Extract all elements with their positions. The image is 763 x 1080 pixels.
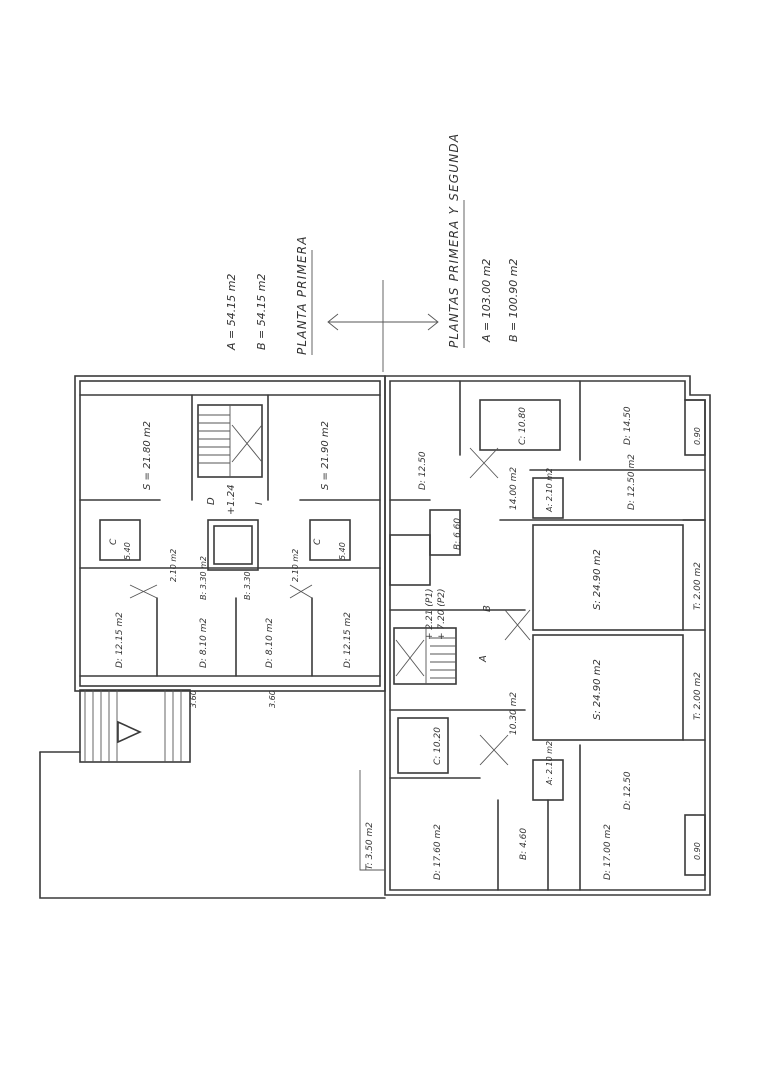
legend-ground-floor: PLANTA PRIMERA A = 54.15 m2 B = 54.15 m2 bbox=[225, 235, 313, 355]
r-bath-small-bot: A: 2.10 m2 bbox=[545, 741, 554, 786]
r-terrace-side: T: 3.50 m2 bbox=[365, 822, 375, 870]
r-bed-mid: D: 12.50 m2 bbox=[627, 454, 637, 510]
legend-upper-title: PLANTAS PRIMERA Y SEGUNDA bbox=[447, 133, 461, 348]
room-living-b: S = 21.90 m2 bbox=[320, 421, 331, 490]
r-bed-bot-l: D: 17.60 m2 bbox=[433, 824, 443, 880]
room-hall-b: 2.10 m2 bbox=[291, 549, 300, 582]
room-kitchen-a: C bbox=[109, 538, 119, 545]
r-bed-bot-c: D: 17.00 m2 bbox=[603, 824, 613, 880]
legend-ground-title: PLANTA PRIMERA bbox=[295, 235, 309, 355]
r-bed-top-r: D: 14.50 bbox=[623, 406, 633, 445]
balcony-b: 3.60 bbox=[268, 690, 277, 708]
legend-upper-line-b: B = 100.90 m2 bbox=[507, 259, 520, 342]
r-letter-a: A bbox=[478, 655, 489, 663]
legend-upper-floors: PLANTAS PRIMERA Y SEGUNDA A = 103.00 m2 … bbox=[447, 133, 520, 348]
entrance-stair bbox=[79, 689, 191, 763]
room-bed-a2: D: 8.10 m2 bbox=[199, 618, 209, 668]
site-boundary bbox=[39, 751, 386, 899]
room-bed-b2: D: 8.10 m2 bbox=[265, 618, 275, 668]
r-balcony-bot: 0.90 bbox=[693, 842, 702, 860]
r-bed-bot-r: D: 12.50 bbox=[623, 771, 633, 810]
section-arrow bbox=[327, 280, 439, 372]
r-terrace-top: T: 2.00 m2 bbox=[693, 562, 703, 610]
legend-ground-line-a: A = 54.15 m2 bbox=[225, 274, 238, 351]
r-letter-b: B bbox=[482, 605, 493, 612]
right-block-walls bbox=[384, 375, 711, 896]
room-bath-a: B: 3.30 m2 bbox=[199, 556, 208, 600]
legend-ground-line-b: B = 54.15 m2 bbox=[255, 274, 268, 350]
r-bath-top: B: 6.60 bbox=[453, 518, 463, 550]
r-living-bot: S: 24.90 m2 bbox=[592, 659, 603, 720]
balcony-a: 3.60 bbox=[189, 690, 198, 708]
r-bath-bot: B: 4.60 bbox=[519, 828, 529, 860]
room-bed-a1: D: 12.15 m2 bbox=[115, 612, 125, 668]
r-levels: + 2.21 (P1) bbox=[425, 589, 435, 640]
r-levels-2: + 7.20 (P2) bbox=[437, 589, 447, 640]
hall-letter-i: I bbox=[254, 502, 265, 505]
r-kitchen-bot: C: 10.20 bbox=[433, 727, 443, 765]
terrace-side-frame bbox=[359, 770, 385, 871]
left-block-labels: S = 21.80 m2 S = 21.90 m2 C 5.40 C 5.40 … bbox=[109, 421, 353, 708]
r-bed-top-l: D: 12.50 bbox=[418, 451, 428, 490]
room-kitchen-a-area: 5.40 bbox=[123, 542, 132, 560]
r-living-top: S: 24.90 m2 bbox=[592, 549, 603, 610]
r-terrace-bot: T: 2.00 m2 bbox=[693, 672, 703, 720]
r-balcony-top: 0.90 bbox=[693, 427, 702, 445]
room-bed-b1: D: 12.15 m2 bbox=[343, 612, 353, 668]
room-living-a: S = 21.80 m2 bbox=[142, 421, 153, 490]
room-hall-a: 2.10 m2 bbox=[169, 549, 178, 582]
r-hall-top: 14.00 m2 bbox=[509, 467, 519, 510]
room-bath-b: B: 3.30 bbox=[243, 571, 252, 600]
stair-level: +1.24 bbox=[226, 484, 237, 515]
room-kitchen-b-area: 5.40 bbox=[338, 542, 347, 560]
room-kitchen-b: C bbox=[313, 538, 323, 545]
legend-upper-line-a: A = 103.00 m2 bbox=[480, 259, 493, 343]
r-kitchen-top: C: 10.80 bbox=[518, 407, 528, 445]
hall-letter-d: D bbox=[206, 497, 217, 505]
right-block-labels: D: 12.50 C: 10.80 D: 14.50 0.90 14.00 m2… bbox=[365, 406, 703, 880]
r-hall-bot: 10.30 m2 bbox=[509, 692, 519, 735]
r-bath-small-top: A: 2.10 m2 bbox=[545, 468, 554, 513]
